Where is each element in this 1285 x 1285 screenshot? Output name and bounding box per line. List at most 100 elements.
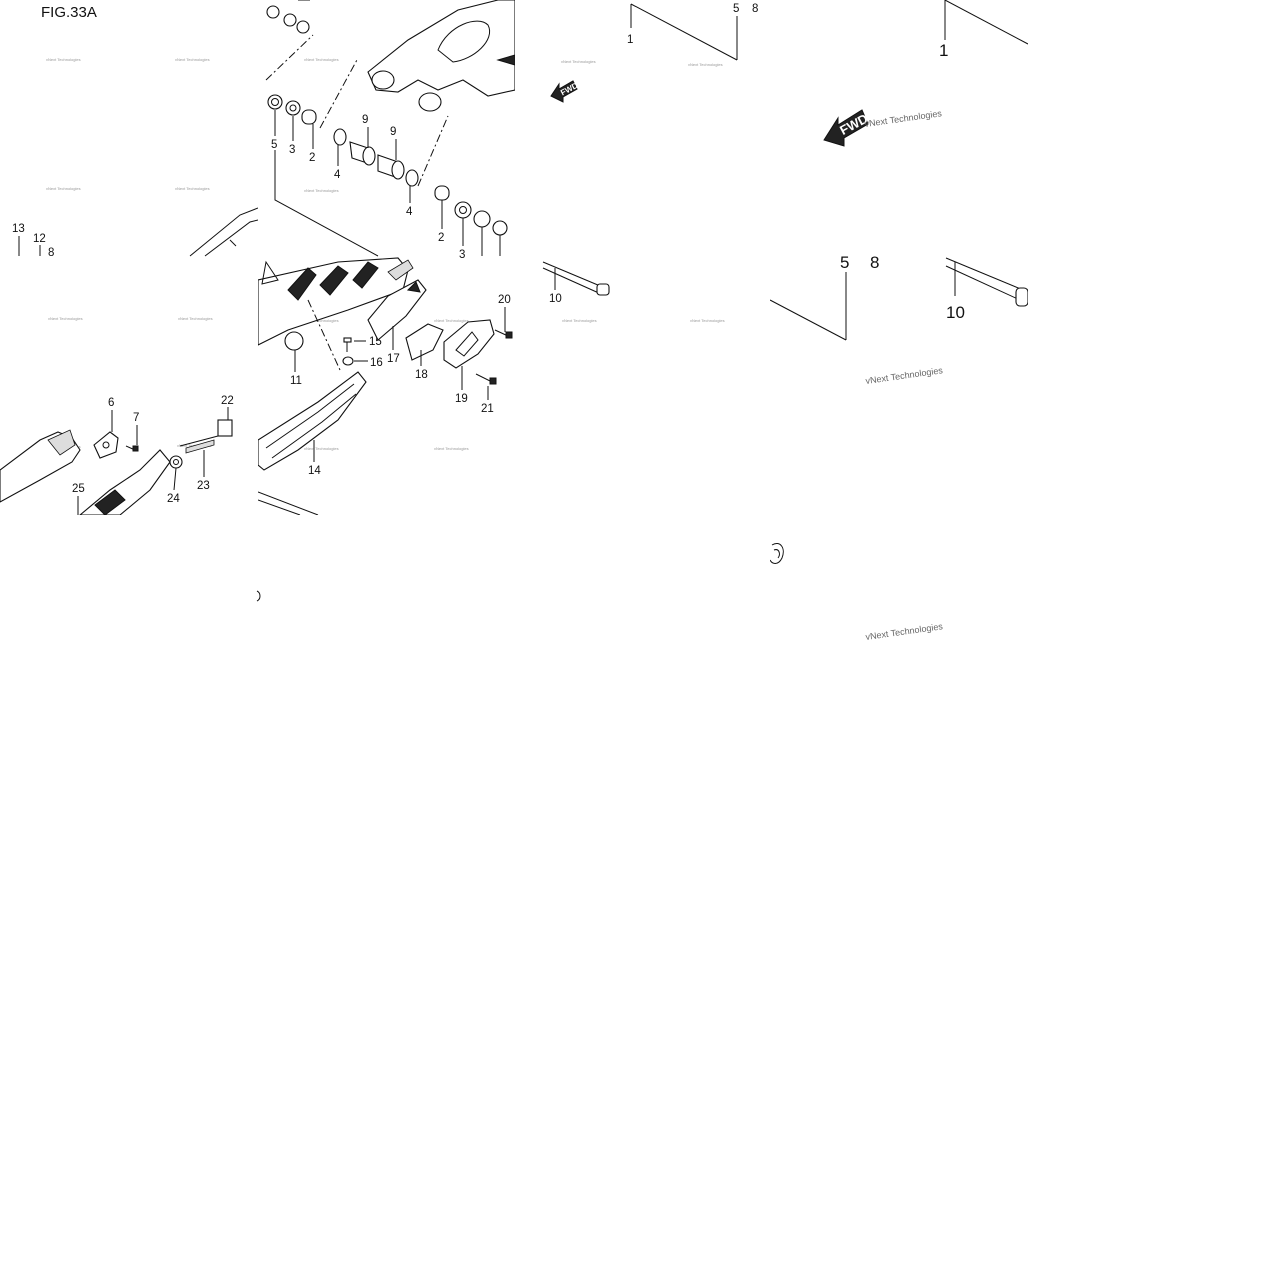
- watermark: vNext Technologies: [304, 57, 339, 62]
- watermark: vNext Technologies: [46, 186, 81, 191]
- washer-16: [342, 356, 354, 366]
- callout-23: 23: [197, 480, 210, 492]
- seal-5: [267, 94, 283, 110]
- callout-4b: 4: [406, 206, 413, 218]
- leader-line: [630, 3, 738, 61]
- bearing-2b: [434, 185, 450, 201]
- collar-4b: [405, 169, 419, 187]
- callout-8: 8: [870, 253, 879, 272]
- seal-top: [266, 5, 280, 19]
- zoom-tile-drawing: 1 FWD vNext Technologies 5 8 10 vNext Te…: [770, 0, 1028, 642]
- callout-1: 1: [939, 41, 948, 60]
- callout-4: 4: [334, 169, 341, 181]
- chain-slider-14: [258, 371, 367, 471]
- bolt-thread: [185, 439, 215, 454]
- callout-12: 12: [33, 233, 46, 245]
- callout-11: 11: [290, 375, 302, 387]
- axle-fragment: [258, 491, 319, 515]
- diagram-tile-left: FIG.33A vNext Technologies vNext Technol…: [0, 0, 258, 515]
- stray-fragment: [256, 590, 264, 602]
- pivot-boss-lower: [418, 92, 442, 112]
- callout-2: 2: [309, 152, 315, 164]
- axle-shaft: [945, 257, 1028, 293]
- screw-15-head: [343, 337, 352, 343]
- left-tile-drawing: FIG.33A vNext Technologies vNext Technol…: [0, 4, 258, 515]
- watermark: vNext Technologies: [175, 57, 210, 62]
- leader-line: [944, 0, 1028, 45]
- axis-line: [265, 34, 449, 187]
- callout-18: 18: [415, 369, 428, 381]
- watermark: vNext Technologies: [562, 318, 597, 323]
- callout-10: 10: [549, 293, 562, 305]
- bolt-head: [132, 445, 139, 452]
- chain-guide-19: [443, 319, 495, 369]
- callout-5: 5: [271, 139, 277, 151]
- diagram-tile-middle: vNext Technologies vNext Technologies vN…: [258, 0, 515, 515]
- callout-21: 21: [481, 403, 494, 415]
- callout-13: 13: [12, 223, 25, 235]
- bearing-2: [301, 109, 317, 125]
- frame-triangle: [261, 260, 279, 285]
- adjuster-bolt: [179, 435, 219, 447]
- middle-tile-drawing: vNext Technologies vNext Technologies vN…: [258, 0, 515, 515]
- callout-20: 20: [498, 294, 511, 306]
- figure-title: FIG.33A: [41, 4, 97, 21]
- lock-nut: [169, 455, 183, 469]
- watermark: vNext Technologies: [175, 186, 210, 191]
- watermark: vNext Technologies: [865, 621, 944, 642]
- callout-9b: 9: [390, 126, 396, 138]
- washer-3b: [454, 201, 472, 219]
- washer-top: [283, 13, 297, 27]
- part-fragment-detail: [773, 549, 780, 559]
- leader-line: [770, 299, 847, 341]
- frame-mark: [319, 265, 349, 296]
- axis-line: [307, 299, 341, 371]
- callout-1: 1: [627, 34, 633, 46]
- part-fragment: [770, 543, 784, 564]
- frame-mark: [352, 261, 379, 289]
- washer-hole: [459, 206, 467, 214]
- callout-6: 6: [108, 397, 114, 409]
- watermark: vNext Technologies: [865, 365, 944, 386]
- bolt-21-shank: [475, 373, 493, 383]
- callout-10: 10: [946, 303, 965, 322]
- axle-shaft-lower: [542, 267, 602, 295]
- chain-guard-17: [367, 279, 427, 341]
- leader-line: [274, 150, 379, 257]
- callout-14: 14: [308, 465, 321, 477]
- adjuster-plate: [93, 431, 119, 459]
- callout-7: 7: [133, 412, 139, 424]
- bolt-20-head: [505, 331, 513, 339]
- right-tile-drawing: vNext Technologies vNext Technologies vN…: [542, 3, 758, 323]
- seal-5b: [473, 210, 491, 228]
- bolt-21-head: [489, 377, 497, 385]
- swingarm-rib: [94, 489, 126, 515]
- watermark: vNext Technologies: [688, 62, 723, 67]
- fwd-label: FWD: [559, 81, 580, 98]
- callout-9: 9: [362, 114, 368, 126]
- fwd-arrow-icon: FWD: [823, 109, 870, 147]
- swingarm-body: [367, 0, 515, 97]
- leader-line: [173, 467, 177, 491]
- watermark: vNext Technologies: [304, 446, 339, 451]
- axle-shaft-lower: [945, 265, 1021, 301]
- swingarm-cutout: [437, 20, 491, 63]
- callout-2b: 2: [438, 232, 444, 244]
- watermark: vNext Technologies: [178, 316, 213, 321]
- swingarm-side: [79, 449, 171, 515]
- callout-3b: 3: [459, 249, 465, 261]
- axle-head: [596, 283, 610, 296]
- callout-8: 8: [48, 247, 54, 259]
- axle-head: [1015, 287, 1028, 307]
- pivot-boss-upper: [371, 70, 395, 90]
- callout-3: 3: [289, 144, 295, 156]
- adjuster-block: [217, 419, 233, 437]
- plate-hole: [102, 441, 110, 449]
- frame-mark: [387, 259, 414, 281]
- callout-22: 22: [221, 395, 234, 407]
- washer-3: [285, 100, 301, 116]
- seal-hole: [271, 98, 279, 106]
- frame-mark: [287, 267, 317, 301]
- watermark: vNext Technologies: [434, 446, 469, 451]
- callout-19: 19: [455, 393, 468, 405]
